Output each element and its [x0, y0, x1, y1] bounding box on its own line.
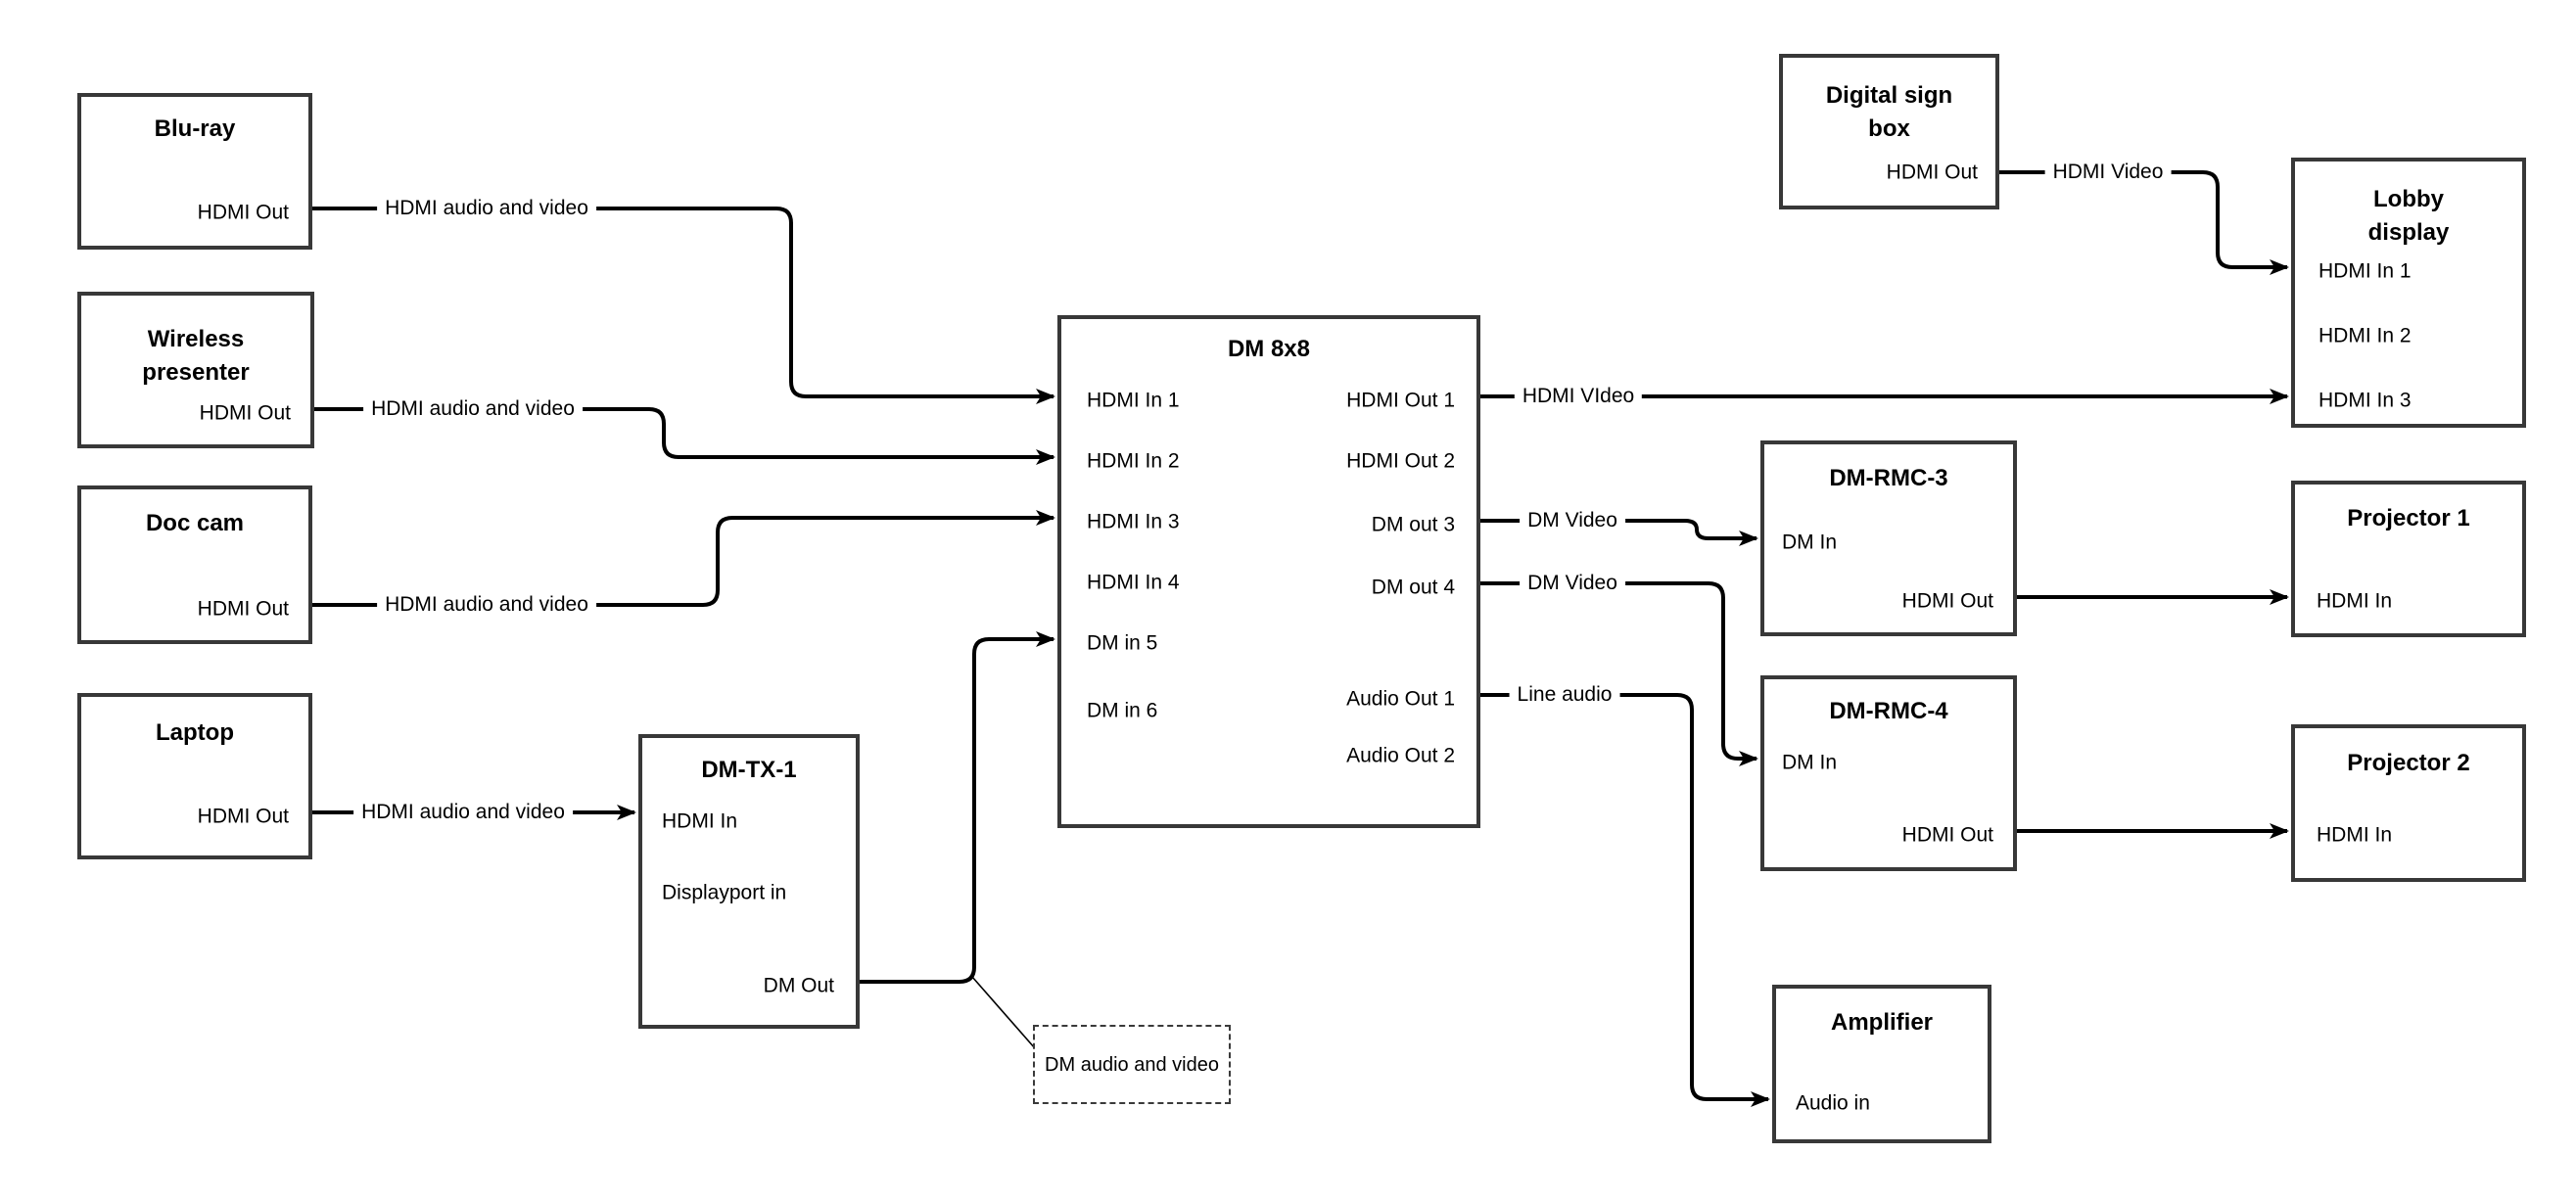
port-doccam-hdmi-out: HDMI Out	[197, 597, 289, 621]
node-dm-tx-1[interactable]: DM-TX-1 HDMI In Displayport in DM Out	[638, 734, 860, 1029]
port-dmtx1-hdmi-in: HDMI In	[662, 809, 738, 833]
node-laptop-title: Laptop	[156, 719, 234, 746]
port-dmrmc4-dm-in: DM In	[1782, 751, 1838, 774]
port-dm8x8-audio-out-1: Audio Out 1	[1346, 687, 1455, 711]
node-doc-cam[interactable]: Doc cam HDMI Out	[77, 485, 312, 644]
node-dm-tx-1-title: DM-TX-1	[701, 757, 797, 783]
callout-dm-audio-and-video-text: DM audio and video	[1045, 1053, 1219, 1076]
node-amplifier[interactable]: Amplifier Audio in	[1772, 985, 1991, 1143]
node-bluray-title: Blu-ray	[154, 115, 236, 142]
port-digital-sign-hdmi-out: HDMI Out	[1886, 161, 1978, 184]
port-amp-audio-in: Audio in	[1796, 1091, 1870, 1115]
node-projector-1[interactable]: Projector 1 HDMI In	[2291, 481, 2526, 637]
port-dmrmc3-hdmi-out: HDMI Out	[1901, 589, 1993, 613]
node-projector-1-title: Projector 1	[2347, 505, 2470, 531]
port-proj1-hdmi-in: HDMI In	[2317, 589, 2393, 613]
port-dm8x8-hdmi-in-2: HDMI In 2	[1087, 449, 1180, 473]
edge-label-wireless-hdmi-audio-video: HDMI audio and video	[363, 396, 583, 422]
edge-label-hdmi-video-out1: HDMI VIdeo	[1514, 384, 1643, 409]
port-dmrmc3-dm-in: DM In	[1782, 531, 1838, 554]
edge-label-bluray-hdmi-audio-video: HDMI audio and video	[377, 196, 596, 221]
port-lobby-hdmi-in-2: HDMI In 2	[2318, 324, 2412, 347]
port-proj2-hdmi-in: HDMI In	[2317, 823, 2393, 847]
node-laptop[interactable]: Laptop HDMI Out	[77, 693, 312, 859]
node-amplifier-title: Amplifier	[1830, 1009, 1933, 1036]
node-dm-rmc-3-title: DM-RMC-3	[1829, 465, 1948, 491]
edge-label-line-audio: Line audio	[1509, 682, 1620, 708]
port-laptop-hdmi-out: HDMI Out	[197, 805, 289, 828]
port-dm8x8-dm-out-3: DM out 3	[1371, 513, 1455, 536]
port-dm8x8-hdmi-in-4: HDMI In 4	[1087, 571, 1180, 594]
port-dm8x8-dm-in-6: DM in 6	[1087, 699, 1158, 722]
port-lobby-hdmi-in-1: HDMI In 1	[2318, 259, 2412, 283]
edge-digital-sign-to-lobby[interactable]	[1999, 170, 2289, 275]
port-dmtx1-dm-out: DM Out	[763, 974, 834, 997]
port-dm8x8-dm-in-5: DM in 5	[1087, 631, 1158, 655]
edge-label-laptop-hdmi-audio-video: HDMI audio and video	[353, 800, 573, 825]
node-doc-cam-title: Doc cam	[145, 510, 245, 536]
edge-dm8x8-audio1-to-amp[interactable]	[1480, 693, 1770, 1107]
edge-dm8x8-out4-to-dmrmc4[interactable]	[1480, 581, 1758, 766]
edge-doccam-to-dm8x8[interactable]	[312, 510, 1055, 607]
port-dm8x8-audio-out-2: Audio Out 2	[1346, 744, 1455, 767]
port-dm8x8-dm-out-4: DM out 4	[1371, 576, 1455, 599]
node-lobby-display[interactable]: Lobby display HDMI In 1 HDMI In 2 HDMI I…	[2291, 158, 2526, 428]
node-digital-sign-box-title: Digital sign box	[1825, 82, 1953, 142]
port-wireless-hdmi-out: HDMI Out	[199, 401, 291, 425]
edge-dm8x8-out3-to-dmrmc3[interactable]	[1480, 519, 1758, 546]
node-projector-2-title: Projector 2	[2347, 750, 2470, 776]
node-dm-8x8-title: DM 8x8	[1227, 336, 1311, 362]
port-dm8x8-hdmi-out-1: HDMI Out 1	[1346, 389, 1455, 412]
edge-wireless-to-dm8x8[interactable]	[314, 407, 1055, 465]
port-dm8x8-hdmi-in-1: HDMI In 1	[1087, 389, 1180, 412]
node-projector-2[interactable]: Projector 2 HDMI In	[2291, 724, 2526, 882]
node-wireless-presenter-title: Wireless presenter	[142, 326, 250, 386]
port-lobby-hdmi-in-3: HDMI In 3	[2318, 389, 2412, 412]
edge-label-dm-video-out4: DM Video	[1520, 571, 1625, 596]
node-dm-rmc-3[interactable]: DM-RMC-3 DM In HDMI Out	[1760, 440, 2017, 636]
callout-dm-audio-and-video[interactable]: DM audio and video	[1033, 1025, 1231, 1104]
port-dm8x8-hdmi-out-2: HDMI Out 2	[1346, 449, 1455, 473]
edge-label-hdmi-video-digital-sign: HDMI Video	[2044, 160, 2172, 185]
node-dm-rmc-4[interactable]: DM-RMC-4 DM In HDMI Out	[1760, 675, 2017, 871]
edge-label-doccam-hdmi-audio-video: HDMI audio and video	[377, 592, 596, 618]
port-dmrmc4-hdmi-out: HDMI Out	[1901, 823, 1993, 847]
port-bluray-hdmi-out: HDMI Out	[197, 201, 289, 224]
node-lobby-display-title: Lobby display	[2367, 186, 2450, 246]
port-dmtx1-displayport-in: Displayport in	[662, 881, 787, 904]
node-wireless-presenter[interactable]: Wireless presenter HDMI Out	[77, 292, 314, 448]
node-dm-rmc-4-title: DM-RMC-4	[1829, 698, 1948, 724]
port-dm8x8-hdmi-in-3: HDMI In 3	[1087, 510, 1180, 533]
edge-dmtx1-to-dm8x8[interactable]	[860, 631, 1055, 984]
node-digital-sign-box[interactable]: Digital sign box HDMI Out	[1779, 54, 1999, 209]
callout-leader-line	[971, 976, 1036, 1049]
node-bluray[interactable]: Blu-ray HDMI Out	[77, 93, 312, 250]
edge-label-dm-video-out3: DM Video	[1520, 508, 1625, 533]
edge-bluray-to-dm8x8[interactable]	[312, 207, 1055, 404]
node-dm-8x8[interactable]: DM 8x8 HDMI In 1 HDMI In 2 HDMI In 3 HDM…	[1057, 315, 1480, 828]
